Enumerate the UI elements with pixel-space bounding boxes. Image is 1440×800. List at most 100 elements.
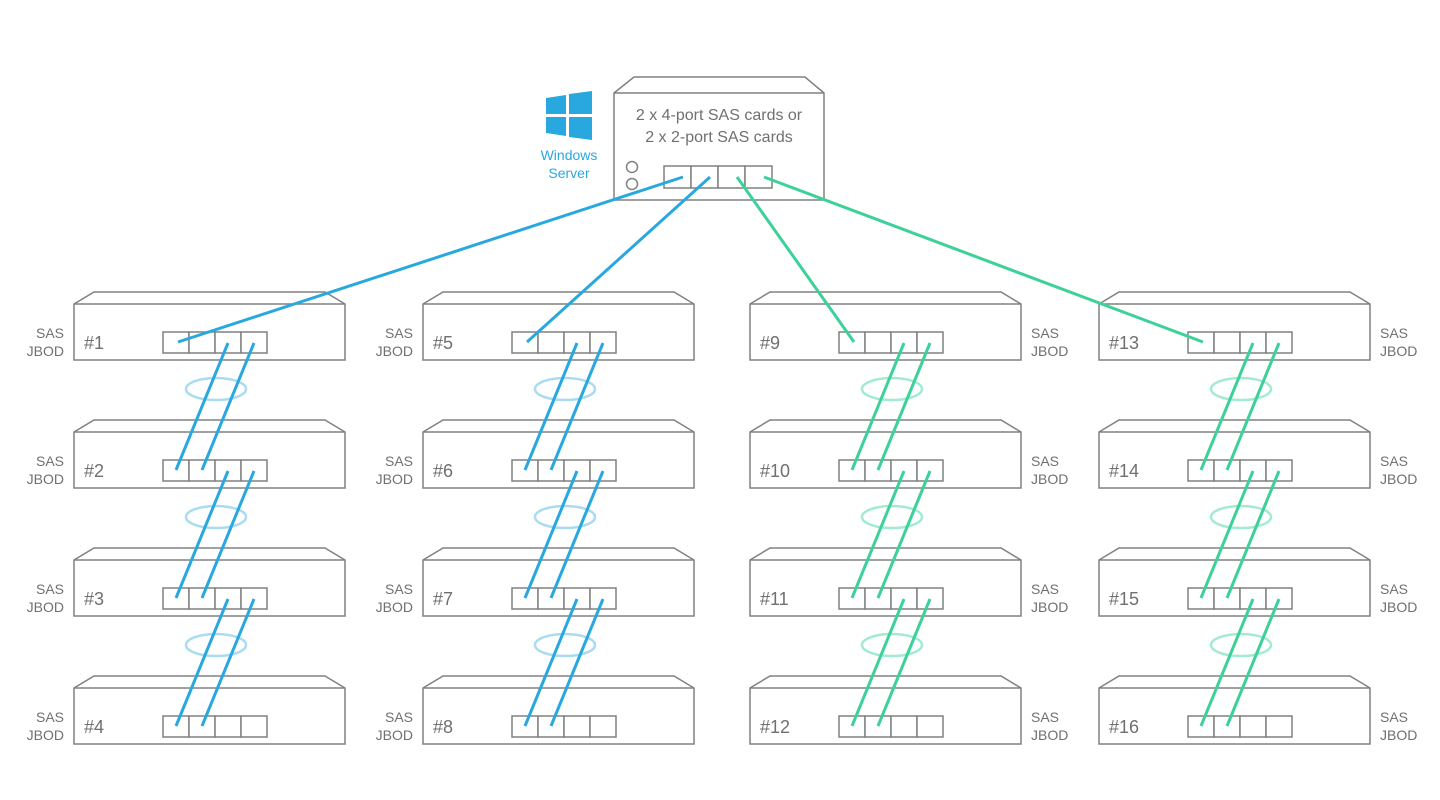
jbod-port (1265, 587, 1293, 610)
jbod-side-label-sas: SAS (36, 581, 64, 597)
jbod-port (1265, 459, 1293, 482)
jbod-number: #3 (84, 589, 104, 609)
daisy-chain-cable (200, 342, 256, 471)
jbod-side-label-jbod: JBOD (376, 727, 413, 743)
jbod-side-label-jbod: JBOD (1380, 343, 1417, 359)
jbod-port (214, 459, 242, 482)
jbod-side-label-jbod: JBOD (27, 471, 64, 487)
windows-label-line2: Server (548, 165, 590, 181)
jbod-port (162, 459, 190, 482)
jbod-side-label-sas: SAS (1031, 453, 1059, 469)
jbod-port (1239, 459, 1267, 482)
server-card-label-line1: 2 x 4-port SAS cards or (636, 107, 803, 124)
jbod-number: #6 (433, 461, 453, 481)
redundancy-ring-icon (860, 632, 924, 658)
jbod-port (1213, 459, 1241, 482)
daisy-chain-cable (523, 342, 579, 471)
daisy-chain-cable (1225, 342, 1281, 471)
daisy-chain-cable (549, 342, 605, 471)
jbod-port (214, 715, 242, 738)
jbod-number: #14 (1109, 461, 1139, 481)
jbod-port (537, 587, 565, 610)
jbod-port (916, 715, 944, 738)
jbod-side-label-sas: SAS (36, 325, 64, 341)
jbod-port (589, 587, 617, 610)
jbod-number: #11 (760, 589, 789, 609)
redundancy-ring-icon (1209, 504, 1273, 530)
jbod-port (1265, 715, 1293, 738)
server-led-icon (625, 177, 639, 191)
jbod-number: #13 (1109, 333, 1139, 353)
jbod-side-label-jbod: JBOD (376, 343, 413, 359)
redundancy-ring-icon (533, 376, 597, 402)
redundancy-ring-icon (533, 632, 597, 658)
daisy-chain-cable (1199, 598, 1255, 727)
jbod-side-label-jbod: JBOD (1031, 343, 1068, 359)
jbod-side-label-jbod: JBOD (27, 343, 64, 359)
jbod-port (838, 459, 866, 482)
jbod-side-label-sas: SAS (385, 325, 413, 341)
jbod-side-label-jbod: JBOD (1380, 599, 1417, 615)
jbod-port (214, 587, 242, 610)
jbod-port (589, 715, 617, 738)
jbod-port (1239, 331, 1267, 354)
daisy-chain-cable (1225, 598, 1281, 727)
jbod-side-label-sas: SAS (385, 709, 413, 725)
daisy-chain-cable (200, 598, 256, 727)
jbod-side-label-jbod: JBOD (376, 599, 413, 615)
jbod-port (1265, 331, 1293, 354)
jbod-side-label-sas: SAS (385, 453, 413, 469)
jbod-number: #8 (433, 717, 453, 737)
daisy-chain-cable (174, 598, 230, 727)
windows-label-line1: Windows (541, 147, 598, 163)
jbod-port (890, 587, 918, 610)
server-card-label-line2: 2 x 2-port SAS cards (645, 129, 793, 146)
jbod-side-label-jbod: JBOD (1031, 599, 1068, 615)
jbod-port (563, 587, 591, 610)
redundancy-ring-icon (533, 504, 597, 530)
jbod-unit: #8 SAS JBOD (376, 675, 695, 745)
redundancy-ring-icon (184, 632, 248, 658)
jbod-port (1239, 587, 1267, 610)
jbod-number: #9 (760, 333, 780, 353)
jbod-port (864, 587, 892, 610)
daisy-chain-cable (1199, 470, 1255, 599)
jbod-port (188, 587, 216, 610)
server-uplink-cable (525, 175, 712, 344)
daisy-chain-cable (876, 342, 932, 471)
jbod-port (240, 331, 268, 354)
jbod-port (511, 459, 539, 482)
jbod-port (162, 331, 190, 354)
jbod-side-label-jbod: JBOD (1380, 727, 1417, 743)
jbod-port (188, 459, 216, 482)
jbod-port (563, 459, 591, 482)
redundancy-ring-icon (860, 504, 924, 530)
jbod-side-label-jbod: JBOD (1031, 727, 1068, 743)
windows-server: 2 x 4-port SAS cards or 2 x 2-port SAS c… (613, 76, 825, 201)
windows-logo-icon (546, 91, 592, 140)
server-port (744, 165, 773, 189)
jbod-port (563, 331, 591, 354)
redundancy-ring-icon (1209, 632, 1273, 658)
jbod-number: #10 (760, 461, 790, 481)
redundancy-ring-icon (184, 504, 248, 530)
jbod-port (537, 715, 565, 738)
jbod-side-label-jbod: JBOD (1380, 471, 1417, 487)
jbod-number: #16 (1109, 717, 1139, 737)
daisy-chain-cable (200, 470, 256, 599)
daisy-chain-cable (174, 470, 230, 599)
jbod-port (838, 587, 866, 610)
jbod-port (589, 459, 617, 482)
jbod-port (537, 331, 565, 354)
daisy-chain-cable (850, 342, 906, 471)
redundant-link-rings (184, 376, 1273, 658)
